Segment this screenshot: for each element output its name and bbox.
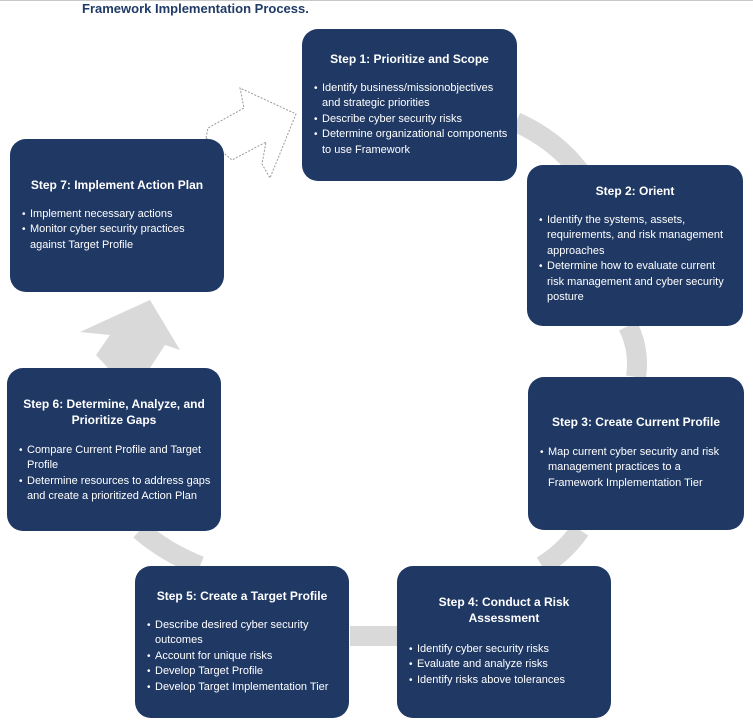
step-1-box: Step 1: Prioritize and Scope Identify bu… [302,29,517,181]
step-title: Step 4: Conduct a Risk Assessment [438,595,570,625]
step-bullet: Determine organizational components to u… [314,127,509,158]
step-bullets: Identify business/missionobjectives and … [314,81,509,158]
step-bullet: Describe desired cyber security outcomes [147,618,341,649]
connector-step3-step4 [536,524,589,575]
step-3-box: Step 3: Create Current Profile Map curre… [528,377,744,530]
step-6-box: Step 6: Determine, Analyze, and Prioriti… [7,368,221,531]
step-bullet: Identify the systems, assets, requiremen… [539,213,735,259]
step-title: Step 7: Implement Action Plan [30,178,204,192]
step-bullets: Identify the systems, assets, requiremen… [539,213,735,305]
step-bullet: Map current cyber security and risk mana… [540,445,736,491]
connector-step5-step6 [133,522,204,576]
step-7-box: Step 7: Implement Action Plan Implement … [10,139,224,292]
step-title: Step 6: Determine, Analyze, and Prioriti… [23,397,205,427]
step-bullet: Account for unique risks [147,649,341,665]
step-bullets: Describe desired cyber security outcomes… [147,618,341,695]
step-title: Step 3: Create Current Profile [551,415,721,429]
step-2-box: Step 2: Orient Identify the systems, ass… [527,165,743,326]
step-bullet: Implement necessary actions [22,207,216,223]
step-bullets: Implement necessary actions Monitor cybe… [22,207,216,253]
step-bullet: Develop Target Implementation Tier [147,680,341,696]
step-title: Step 1: Prioritize and Scope [330,52,489,66]
step-bullet: Describe cyber security risks [314,112,509,128]
step-bullets: Map current cyber security and risk mana… [540,445,736,491]
step-bullet: Determine resources to address gaps and … [19,474,213,505]
step-bullet: Identify risks above tolerances [409,673,603,689]
step-bullets: Compare Current Profile and Target Profi… [19,443,213,505]
connector-step7-step1 [205,87,297,180]
step-4-box: Step 4: Conduct a Risk Assessment Identi… [397,566,611,718]
step-bullet: Develop Target Profile [147,664,341,680]
step-bullet: Determine how to evaluate current risk m… [539,259,735,305]
step-title: Step 2: Orient [595,184,675,198]
diagram-heading: Framework Implementation Process. [82,1,309,16]
step-bullet: Identify business/missionobjectives and … [314,81,509,112]
step-bullet: Evaluate and analyze risks [409,657,603,673]
step-bullet: Compare Current Profile and Target Profi… [19,443,213,474]
header-rule [0,0,753,1]
step-bullets: Identify cyber security risks Evaluate a… [409,642,603,689]
connector-step6-step7 [80,300,180,368]
step-bullet: Identify cyber security risks [409,642,603,658]
step-5-box: Step 5: Create a Target Profile Describe… [135,566,349,718]
step-title: Step 5: Create a Target Profile [156,589,328,603]
connector-step2-step3 [618,321,647,379]
step-bullet: Monitor cyber security practices against… [22,222,216,253]
